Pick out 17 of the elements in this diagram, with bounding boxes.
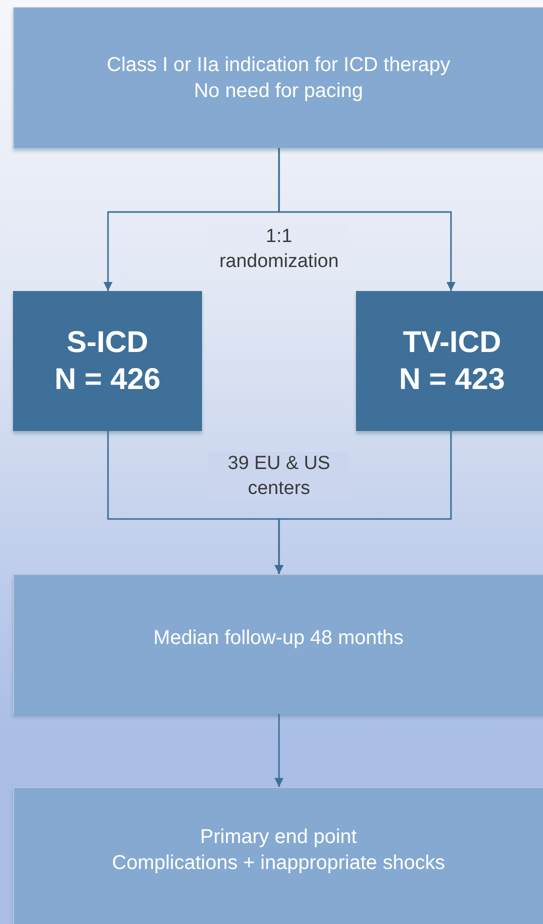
connector-arrow: [274, 431, 452, 574]
connector-arrow: [278, 148, 456, 291]
box-text: TV-ICD: [402, 324, 502, 360]
box-text: Median follow-up 48 months: [153, 626, 404, 651]
connector-arrow: [274, 714, 284, 787]
box-text: No need for pacing: [194, 79, 363, 104]
process-box: [13, 787, 543, 924]
box-text: Primary end point: [200, 825, 357, 850]
box-text: Complications + inappropriate shocks: [112, 851, 445, 876]
box-text: N = 423: [399, 362, 505, 398]
group-box: [13, 291, 202, 431]
box-text: S-ICD: [66, 324, 148, 360]
process-box: [13, 574, 543, 714]
box-text: N = 426: [54, 362, 160, 398]
process-box: [13, 7, 543, 148]
group-box: [356, 291, 543, 431]
box-text: Class I or IIa indication for ICD therapy: [106, 53, 450, 78]
